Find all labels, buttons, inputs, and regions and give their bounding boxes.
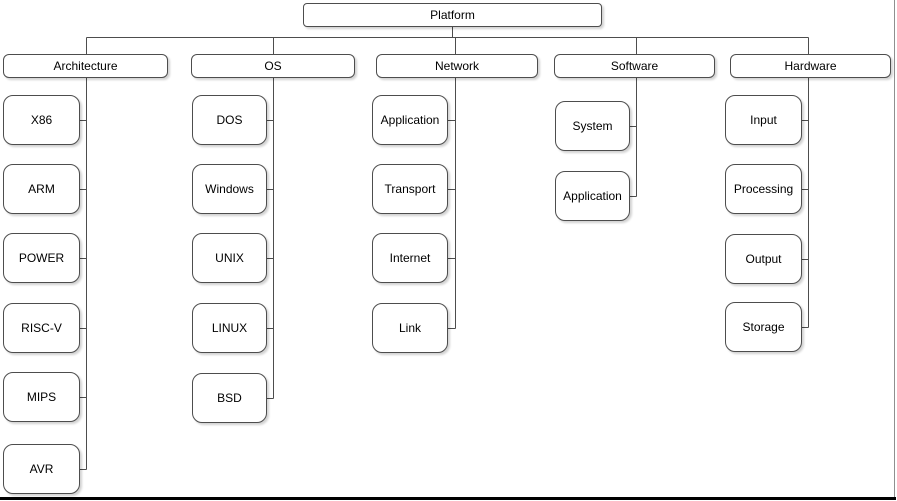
- node-network-internet[interactable]: Internet: [372, 233, 448, 283]
- node-architecture-power[interactable]: POWER: [3, 233, 80, 283]
- node-hardware-input[interactable]: Input: [725, 95, 802, 145]
- node-network-link[interactable]: Link: [372, 303, 448, 353]
- page-right-border: [894, 0, 895, 497]
- node-network-transport[interactable]: Transport: [372, 164, 448, 214]
- node-architecture[interactable]: Architecture: [3, 54, 168, 78]
- node-software[interactable]: Software: [554, 54, 715, 78]
- node-architecture-avr[interactable]: AVR: [3, 444, 80, 494]
- node-hardware-output[interactable]: Output: [725, 234, 802, 284]
- node-hardware-storage[interactable]: Storage: [725, 302, 802, 352]
- node-hardware-processing[interactable]: Processing: [725, 164, 802, 214]
- node-network-application[interactable]: Application: [372, 95, 448, 145]
- node-software-system[interactable]: System: [555, 101, 630, 151]
- node-os-dos[interactable]: DOS: [192, 95, 267, 145]
- node-os-linux[interactable]: LINUX: [192, 303, 267, 353]
- node-network[interactable]: Network: [376, 54, 538, 78]
- node-os[interactable]: OS: [191, 54, 355, 78]
- page-bottom-border: [0, 497, 896, 500]
- node-architecture-risc-v[interactable]: RISC-V: [3, 303, 80, 353]
- node-platform[interactable]: Platform: [303, 3, 602, 27]
- node-os-bsd[interactable]: BSD: [192, 373, 267, 423]
- node-architecture-x86[interactable]: X86: [3, 95, 80, 145]
- node-hardware[interactable]: Hardware: [730, 54, 891, 78]
- node-architecture-arm[interactable]: ARM: [3, 164, 80, 214]
- node-os-unix[interactable]: UNIX: [192, 233, 267, 283]
- node-architecture-mips[interactable]: MIPS: [3, 372, 80, 422]
- node-os-windows[interactable]: Windows: [192, 164, 267, 214]
- node-software-application[interactable]: Application: [555, 171, 630, 221]
- connector-path: [80, 27, 809, 470]
